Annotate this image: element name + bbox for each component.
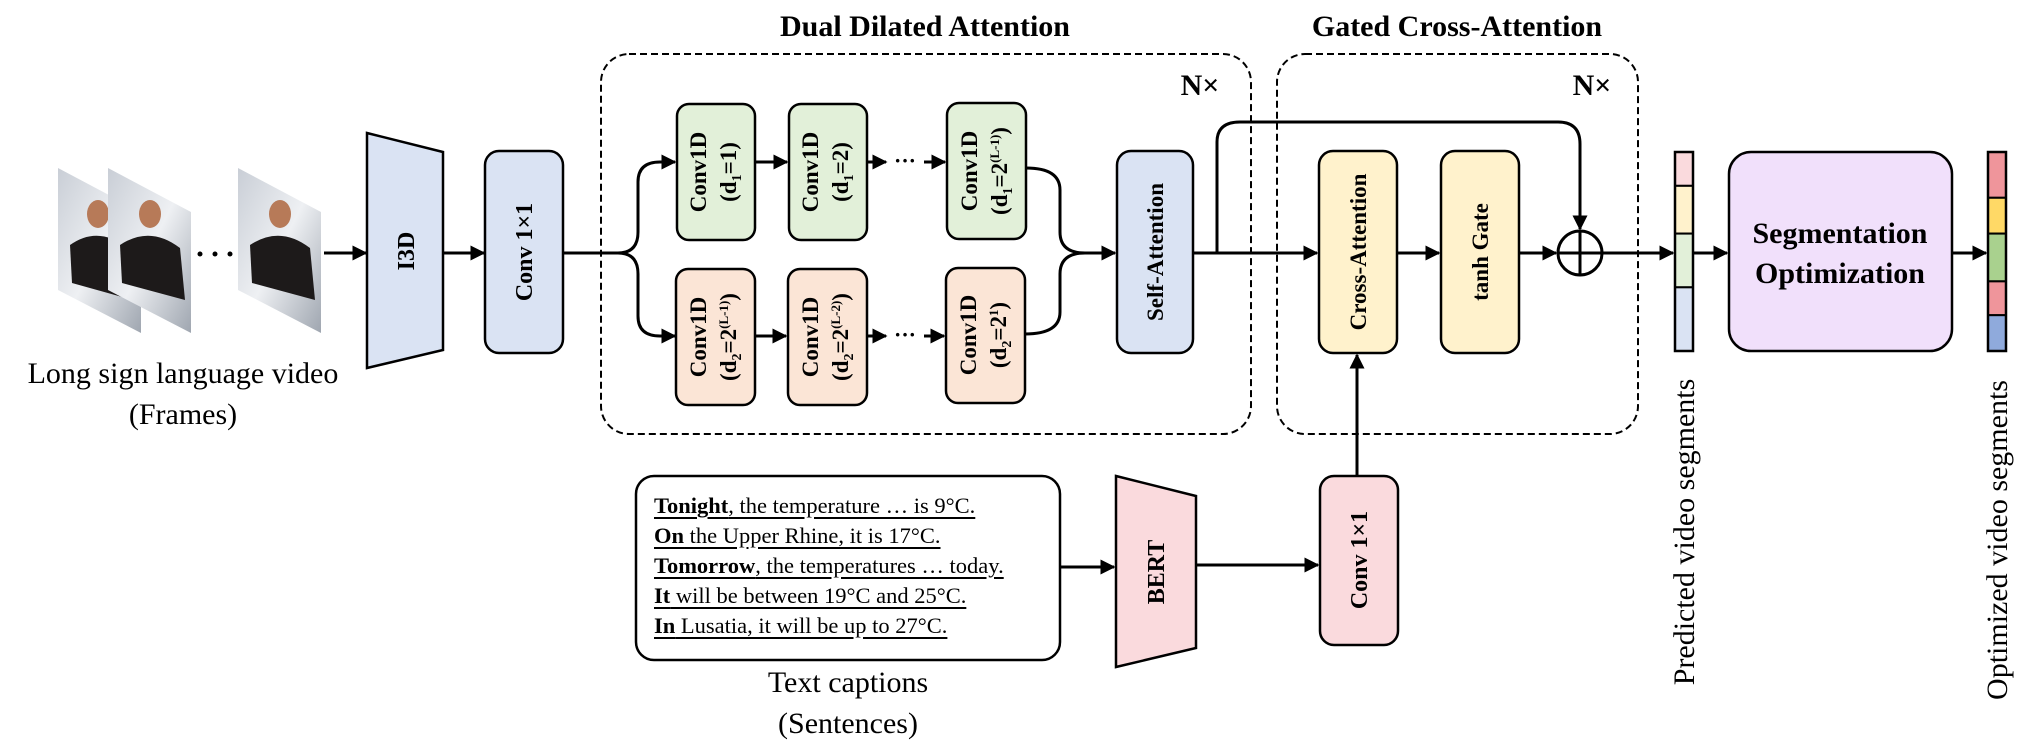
- optimized-segment: [1987, 280, 2007, 317]
- conv1d-bottom-3: Conv1D (d2=21): [944, 266, 1027, 405]
- bert-block: [1114, 474, 1198, 669]
- predicted-segment: [1674, 286, 1694, 353]
- optimized-segments-label: Optimized video segments: [1981, 380, 2014, 700]
- dual-dilated-attention-module: [600, 53, 1252, 435]
- i3d-label: I3D: [394, 232, 420, 271]
- caption-text: Lusatia, it will be up to 27°C.: [675, 613, 948, 638]
- frames-sublabel: (Frames): [129, 398, 237, 431]
- conv1d-param: (d2=21): [986, 302, 1015, 368]
- caption-text: , the temperature … is 9°C.: [728, 493, 976, 518]
- caption-text: will be between 19°C and 25°C.: [670, 583, 967, 608]
- optimized-bar-outline: [1986, 150, 2008, 353]
- segmentation-optimization-block: [1727, 150, 1954, 353]
- predicted-segment: [1674, 151, 1694, 187]
- optimizer-label-line1: Segmentation: [1753, 217, 1928, 250]
- caption-sentence: Tomorrow, the temperatures … today.: [654, 551, 1004, 581]
- bert-label: BERT: [1144, 540, 1170, 605]
- caption-sentence: In Lusatia, it will be up to 27°C.: [654, 611, 947, 641]
- bottom-row-ellipsis: ···: [894, 322, 916, 347]
- conv1d-top-1: Conv1D (d1=1): [675, 102, 757, 242]
- caption-text: , the temperatures … today.: [755, 553, 1004, 578]
- caption-sentence: It will be between 19°C and 25°C.: [654, 581, 966, 611]
- tanh-gate-label: tanh Gate: [1468, 203, 1493, 301]
- dual-dilated-attention-title: Dual Dilated Attention: [780, 10, 1070, 43]
- conv1d-name: Conv1D: [798, 132, 823, 213]
- caption-keyword: On: [654, 523, 685, 548]
- video-frames: [58, 168, 321, 333]
- repeat-n-dual-label: N×: [1181, 69, 1220, 102]
- caption-keyword: Tonight: [654, 493, 729, 518]
- i3d-block: [365, 131, 445, 370]
- arrow-split-top: [563, 154, 677, 255]
- top-row-ellipsis: ···: [894, 148, 916, 173]
- predicted-segments-label: Predicted video segments: [1668, 379, 1701, 686]
- gated-cross-attention-title: Gated Cross-Attention: [1312, 10, 1603, 43]
- arrow-merge-bottom: [1024, 251, 1086, 336]
- caption-label: Text captions: [768, 666, 928, 699]
- conv1d-param: (d2=2(L-1)): [716, 293, 745, 381]
- conv1d-top-2: Conv1D (d1=2): [787, 102, 869, 242]
- ellipsis-dot: [227, 251, 233, 257]
- optimized-segment: [1987, 196, 2007, 235]
- caption-sentence: Tonight, the temperature … is 9°C.: [654, 491, 975, 521]
- video-frame: [108, 168, 191, 333]
- repeat-n-gated-label: N×: [1573, 69, 1612, 102]
- conv1d-name: Conv1D: [798, 297, 823, 378]
- arrow-split-bottom: [617, 251, 677, 344]
- conv1d-name: Conv1D: [686, 297, 711, 378]
- caption-keyword: In: [654, 613, 676, 638]
- conv1d-bottom-2: Conv1D (d2=2(L-2)): [786, 267, 869, 407]
- optimized-segment: [1987, 232, 2007, 283]
- predicted-segment: [1674, 184, 1694, 235]
- caption-sentence: On the Upper Rhine, it is 17°C.: [654, 521, 941, 551]
- residual-skip-connection: [1215, 120, 1588, 253]
- optimizer-label-line2: Optimization: [1755, 257, 1925, 290]
- predicted-segments-bar: [1674, 151, 1694, 353]
- add-operator-icon: [1556, 229, 1604, 277]
- caption-text: the Upper Rhine, it is 17°C.: [684, 523, 941, 548]
- text-conv-block: [1318, 474, 1400, 647]
- predicted-segment: [1674, 232, 1694, 289]
- frames-label: Long sign language video: [28, 357, 339, 390]
- text-conv-label: Conv 1×1: [1347, 511, 1373, 609]
- conv1d-name: Conv1D: [956, 295, 981, 376]
- conv1d-param: (d1=1): [716, 142, 745, 202]
- conv1d-bottom-1: Conv1D (d2=2(L-1)): [674, 267, 757, 407]
- caption-keyword: It: [654, 583, 671, 608]
- conv1d-top-3: Conv1D (d1=2(L-1)): [945, 101, 1028, 241]
- optimized-segments-bar: [1987, 151, 2007, 352]
- conv1d-param: (d2=2(L-2)): [828, 293, 857, 381]
- cross-attention-label: Cross-Attention: [1346, 173, 1371, 330]
- caption-sublabel: (Sentences): [778, 707, 918, 740]
- conv1d-param: (d1=2): [828, 142, 857, 202]
- ellipsis-dot: [212, 251, 218, 257]
- self-attention-label: Self-Attention: [1143, 183, 1168, 321]
- video-frame: [238, 168, 321, 333]
- conv1d-name: Conv1D: [957, 131, 982, 212]
- optimized-segment: [1987, 314, 2007, 352]
- ellipsis-dot: [197, 251, 203, 257]
- conv1d-name: Conv1D: [686, 132, 711, 213]
- conv1d-param: (d1=2(L-1)): [987, 127, 1016, 215]
- optimized-segment: [1987, 151, 2007, 199]
- gated-cross-attention-module: [1276, 53, 1639, 435]
- arrow-merge-top: [1025, 166, 1117, 261]
- video-conv-label: Conv 1×1: [512, 203, 538, 301]
- caption-keyword: Tomorrow: [654, 553, 756, 578]
